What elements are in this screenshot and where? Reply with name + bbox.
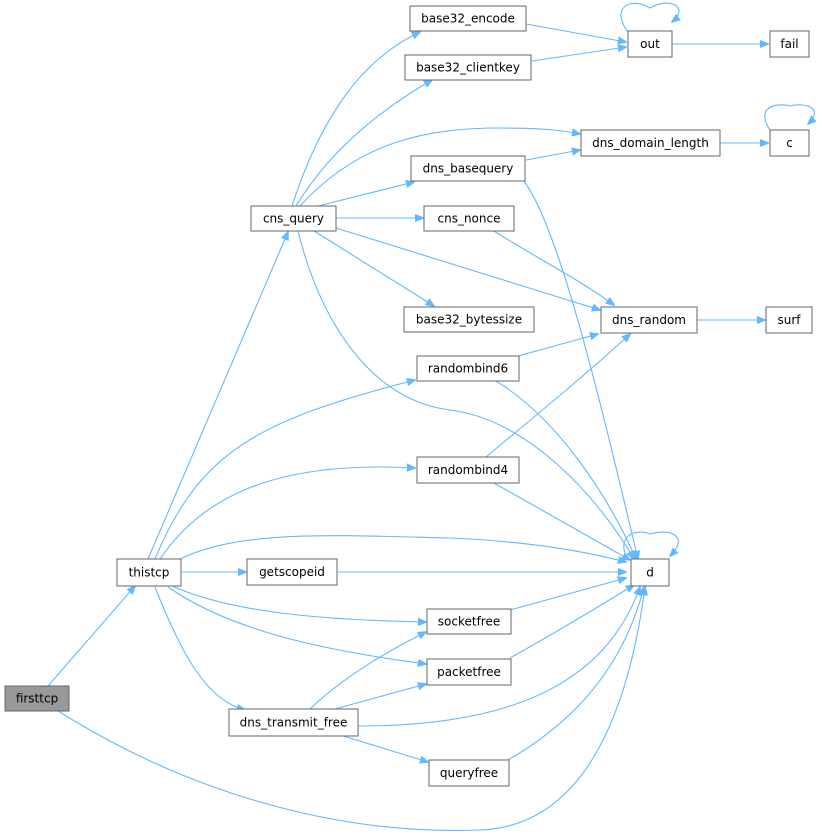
edge-randombind4-dns_random bbox=[485, 334, 630, 458]
node-base32_bytessize[interactable]: base32_bytessize bbox=[403, 306, 535, 333]
node-label: dns_random bbox=[612, 313, 686, 327]
edge-dns_transmit_free-d bbox=[357, 587, 640, 727]
edge-thistcp-socketfree bbox=[171, 585, 426, 622]
node-label: out bbox=[640, 37, 660, 51]
node-label: base32_bytessize bbox=[416, 313, 522, 327]
edge-firsttcp-d bbox=[57, 587, 645, 831]
edge-randombind6-dns_random bbox=[517, 334, 598, 357]
node-dns_basequery[interactable]: dns_basequery bbox=[410, 155, 526, 182]
edge-randombind4-d bbox=[493, 482, 630, 560]
node-label: randombind4 bbox=[428, 463, 508, 477]
edge-cns_query-dns_basequery bbox=[317, 182, 414, 207]
edge-cns_nonce-dns_random bbox=[493, 230, 614, 305]
edge-dns_transmit_free-socketfree bbox=[309, 632, 426, 710]
node-socketfree[interactable]: socketfree bbox=[426, 608, 512, 635]
node-randombind4[interactable]: randombind4 bbox=[416, 456, 520, 484]
node-fail[interactable]: fail bbox=[769, 30, 810, 58]
node-label: dns_domain_length bbox=[592, 136, 709, 150]
node-label: cns_query bbox=[263, 212, 324, 226]
node-surf[interactable]: surf bbox=[765, 306, 813, 334]
node-label: base32_clientkey bbox=[416, 61, 520, 75]
node-label: getscopeid bbox=[259, 565, 325, 579]
edge-thistcp-randombind4 bbox=[159, 467, 415, 560]
edge-packetfree-d bbox=[509, 585, 634, 659]
node-queryfree[interactable]: queryfree bbox=[428, 759, 510, 787]
node-label: d bbox=[646, 566, 654, 580]
nodes-layer: firsttcp thistcp cns_query base32_encode… bbox=[4, 5, 813, 787]
node-c[interactable]: c bbox=[769, 129, 810, 157]
edge-out-out bbox=[620, 2, 679, 33]
node-label: queryfree bbox=[440, 766, 498, 780]
node-label: c bbox=[786, 136, 793, 150]
edge-thistcp-randombind6 bbox=[154, 380, 415, 560]
edge-dns_transmit_free-packetfree bbox=[334, 684, 426, 710]
node-label: dns_transmit_free bbox=[240, 716, 348, 730]
node-label: firsttcp bbox=[16, 692, 58, 706]
node-randombind6[interactable]: randombind6 bbox=[416, 355, 520, 382]
node-out[interactable]: out bbox=[627, 30, 673, 58]
edge-dns_basequery-d bbox=[523, 180, 638, 559]
edge-cns_query-d bbox=[297, 230, 634, 559]
node-label: dns_basequery bbox=[423, 162, 514, 176]
edge-thistcp-packetfree bbox=[167, 586, 426, 664]
node-packetfree[interactable]: packetfree bbox=[426, 658, 512, 686]
node-dns_random[interactable]: dns_random bbox=[600, 306, 698, 334]
edge-base32_encode-out bbox=[525, 23, 626, 42]
node-firsttcp[interactable]: firsttcp bbox=[4, 685, 70, 712]
edge-thistcp-dns_transmit_free bbox=[154, 586, 245, 710]
edge-thistcp-cns_query bbox=[147, 232, 288, 560]
edge-cns_query-base32_encode bbox=[291, 32, 420, 207]
node-label: base32_encode bbox=[421, 12, 515, 26]
node-label: fail bbox=[780, 37, 798, 51]
node-label: thistcp bbox=[129, 566, 170, 580]
node-thistcp[interactable]: thistcp bbox=[116, 558, 182, 587]
edge-dns_basequery-dns_domain_length bbox=[525, 150, 580, 161]
edge-thistcp-d bbox=[179, 535, 626, 562]
edge-cns_query-dns_domain_length bbox=[299, 127, 580, 207]
node-dns_transmit_free[interactable]: dns_transmit_free bbox=[228, 708, 359, 737]
node-label: socketfree bbox=[438, 615, 500, 629]
node-getscopeid[interactable]: getscopeid bbox=[246, 558, 338, 586]
edge-cns_query-base32_bytessize bbox=[313, 230, 434, 306]
edges-layer bbox=[47, 2, 815, 831]
edge-cns_query-base32_clientkey bbox=[295, 80, 432, 207]
node-cns_query[interactable]: cns_query bbox=[250, 205, 337, 232]
edge-dns_transmit_free-queryfree bbox=[339, 734, 428, 762]
edge-d-d bbox=[623, 531, 678, 561]
node-label: randombind6 bbox=[428, 362, 508, 376]
edge-randombind6-d bbox=[495, 380, 636, 559]
node-cns_nonce[interactable]: cns_nonce bbox=[423, 205, 515, 232]
node-base32_clientkey[interactable]: base32_clientkey bbox=[404, 54, 532, 81]
edge-socketfree-d bbox=[509, 578, 626, 611]
node-label: surf bbox=[777, 313, 801, 327]
edge-base32_clientkey-out bbox=[531, 47, 626, 62]
node-dns_domain_length[interactable]: dns_domain_length bbox=[580, 129, 721, 157]
node-label: packetfree bbox=[437, 665, 501, 679]
node-label: cns_nonce bbox=[438, 212, 501, 226]
edge-queryfree-d bbox=[507, 587, 644, 761]
node-d[interactable]: d bbox=[630, 558, 670, 587]
node-base32_encode[interactable]: base32_encode bbox=[409, 5, 527, 32]
edge-c-c bbox=[764, 104, 815, 131]
edge-cns_query-dns_random bbox=[335, 227, 600, 310]
edge-firsttcp-thistcp bbox=[47, 586, 135, 687]
